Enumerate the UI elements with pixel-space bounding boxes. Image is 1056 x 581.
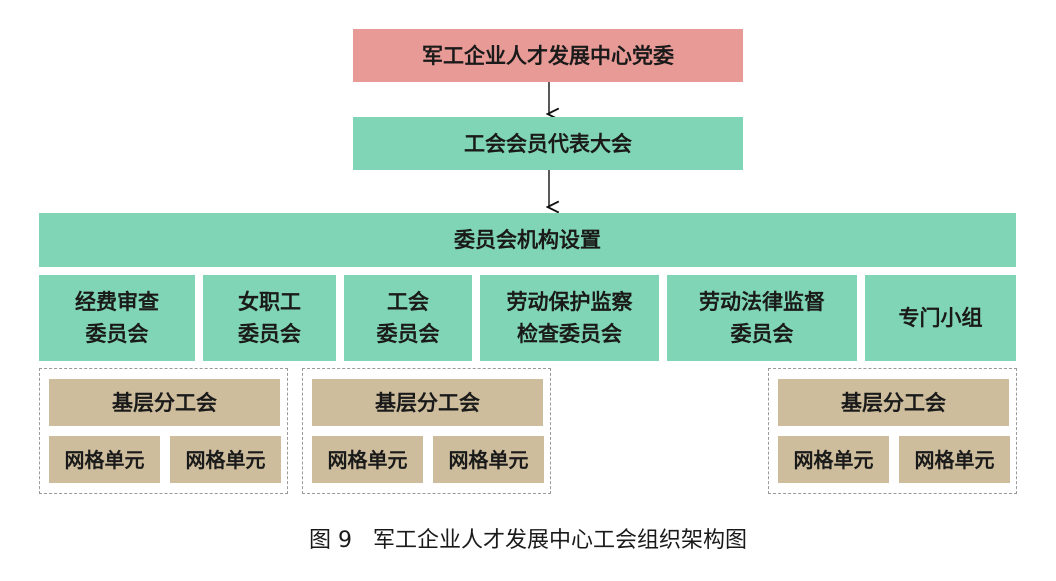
committee-setup-box: 委员会机构设置 — [39, 213, 1016, 267]
committee-box: 工会 委员会 — [344, 275, 472, 361]
committee-label-line1: 工会 — [387, 290, 429, 314]
committee-label-line2: 检查委员会 — [517, 322, 622, 346]
branch-union-box: 基层分工会 — [312, 379, 543, 426]
grid-unit-label: 网格单元 — [914, 447, 995, 472]
committee-label-line2: 委员会 — [85, 322, 149, 346]
grid-unit-box: 网格单元 — [778, 436, 889, 483]
committee-box: 劳动保护监察 检查委员会 — [480, 275, 659, 361]
grid-unit-box: 网格单元 — [899, 436, 1010, 483]
branch-group-frame — [302, 368, 551, 494]
member-congress-label: 工会会员代表大会 — [464, 131, 632, 156]
committee-label-line1: 女职工 — [238, 290, 301, 314]
grid-unit-box: 网格单元 — [49, 436, 160, 483]
grid-unit-label: 网格单元 — [185, 447, 266, 472]
grid-unit-box: 网格单元 — [312, 436, 423, 483]
committee-box: 经费审查 委员会 — [39, 275, 195, 361]
branch-group-frame — [768, 368, 1017, 494]
committee-label-line1: 劳动保护监察 — [506, 290, 633, 314]
grid-unit-label: 网格单元 — [64, 447, 145, 472]
grid-unit-box: 网格单元 — [170, 436, 281, 483]
branch-union-label: 基层分工会 — [841, 390, 946, 415]
grid-unit-label: 网格单元 — [448, 447, 529, 472]
committee-box: 劳动法律监督 委员会 — [667, 275, 857, 361]
branch-group-frame — [39, 368, 288, 494]
grid-unit-label: 网格单元 — [327, 447, 408, 472]
committee-label-line1: 劳动法律监督 — [699, 290, 825, 314]
committee-label-line1: 经费审查 — [75, 290, 159, 314]
committee-box: 女职工 委员会 — [203, 275, 336, 361]
member-congress-box: 工会会员代表大会 — [353, 117, 743, 170]
committee-label-line1: 专门小组 — [898, 306, 983, 330]
grid-unit-box: 网格单元 — [433, 436, 544, 483]
branch-union-label: 基层分工会 — [375, 390, 480, 415]
party-committee-label: 军工企业人才发展中心党委 — [422, 43, 674, 68]
committee-setup-label: 委员会机构设置 — [454, 228, 601, 252]
party-committee-box: 军工企业人才发展中心党委 — [353, 29, 743, 82]
committee-label-line2: 委员会 — [730, 322, 794, 346]
branch-union-box: 基层分工会 — [778, 379, 1009, 426]
committee-label-line2: 委员会 — [376, 322, 440, 346]
committee-box: 专门小组 — [865, 275, 1016, 361]
grid-unit-label: 网格单元 — [793, 447, 874, 472]
branch-union-box: 基层分工会 — [49, 379, 280, 426]
figure-caption: 图 9 军工企业人才发展中心工会组织架构图 — [309, 528, 747, 553]
branch-union-label: 基层分工会 — [112, 390, 217, 415]
committee-label-line2: 委员会 — [238, 322, 301, 346]
